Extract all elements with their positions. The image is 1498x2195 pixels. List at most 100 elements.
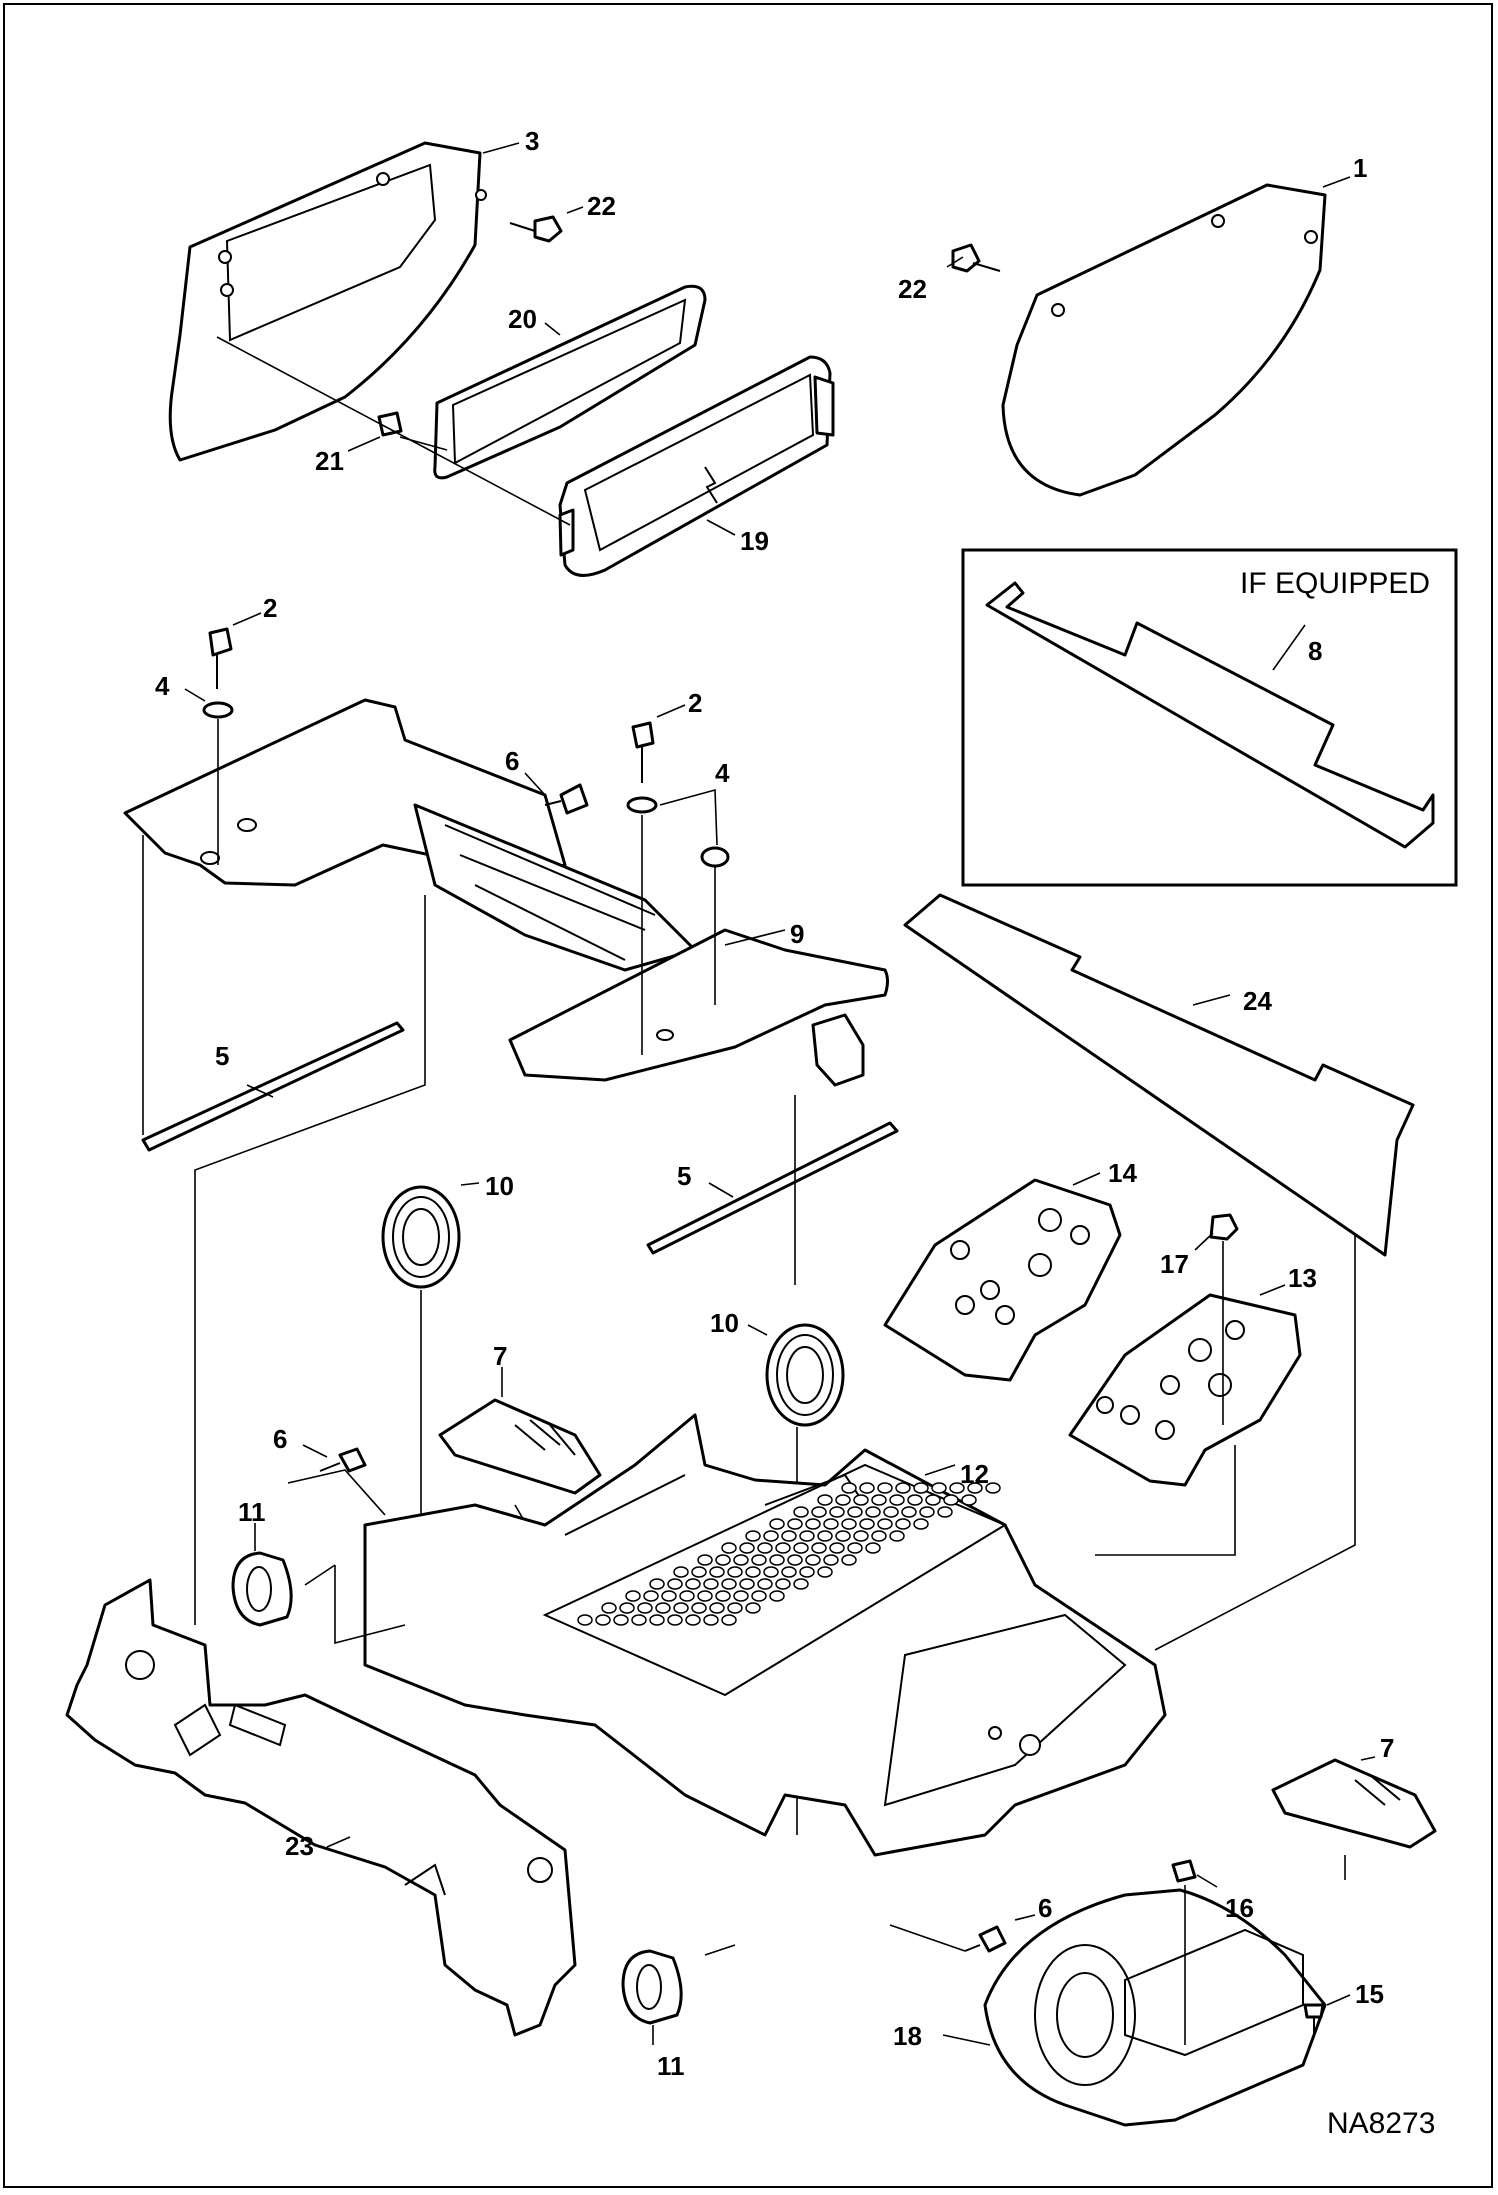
- perforation-hole: [721, 1578, 737, 1590]
- perforation-hole: [787, 1554, 803, 1566]
- perforation-hole: [769, 1518, 785, 1530]
- perforation-hole: [769, 1590, 785, 1602]
- perforation-hole: [937, 1506, 953, 1518]
- perforation-hole: [667, 1578, 683, 1590]
- callout-6-top: 6: [505, 746, 519, 776]
- callout-1: 1: [1353, 153, 1367, 183]
- part-strip-right: [646, 1121, 899, 1255]
- perforation-hole: [643, 1590, 659, 1602]
- perforation-hole: [697, 1554, 713, 1566]
- perforation-hole: [823, 1518, 839, 1530]
- perforation-hole: [961, 1494, 977, 1506]
- perforation-hole: [703, 1578, 719, 1590]
- callout-12: 12: [960, 1459, 989, 1489]
- fasteners-top: [202, 627, 730, 868]
- perforation-hole: [763, 1566, 779, 1578]
- perforation-hole: [835, 1494, 851, 1506]
- perforation-hole: [595, 1614, 611, 1626]
- part-bracket-lower: [1068, 1293, 1302, 1487]
- callout-13: 13: [1288, 1263, 1317, 1293]
- callout-24: 24: [1243, 986, 1272, 1016]
- callout-20: 20: [508, 304, 537, 334]
- perforation-hole: [817, 1530, 833, 1542]
- callout-17: 17: [1160, 1249, 1189, 1279]
- callout-10-lower: 10: [710, 1308, 739, 1338]
- bolt-right: [951, 243, 1001, 273]
- perforation-hole: [637, 1602, 653, 1614]
- floor-perforations: [577, 1482, 1001, 1626]
- perforation-hole: [949, 1482, 965, 1494]
- perforation-hole: [919, 1506, 935, 1518]
- perforation-hole: [721, 1614, 737, 1626]
- part-wheel-housing: [983, 1888, 1327, 2127]
- callout-7-left: 7: [493, 1341, 507, 1371]
- perforation-hole: [805, 1518, 821, 1530]
- perforation-hole: [715, 1554, 731, 1566]
- callout-15: 15: [1355, 1979, 1384, 2009]
- diagram-frame: IF EQUIPPED: [3, 3, 1493, 2188]
- callout-5-right: 5: [677, 1161, 691, 1191]
- perforation-hole: [781, 1566, 797, 1578]
- callout-6-mid: 6: [273, 1424, 287, 1454]
- perforation-hole: [745, 1566, 761, 1578]
- perforation-hole: [913, 1482, 929, 1494]
- perforation-hole: [793, 1578, 809, 1590]
- perforation-hole: [613, 1614, 629, 1626]
- perforation-hole: [847, 1506, 863, 1518]
- perforation-hole: [751, 1590, 767, 1602]
- perforation-hole: [793, 1506, 809, 1518]
- perforation-hole: [631, 1614, 647, 1626]
- perforation-hole: [805, 1554, 821, 1566]
- perforation-hole: [667, 1614, 683, 1626]
- perforation-hole: [871, 1494, 887, 1506]
- perforation-hole: [895, 1482, 911, 1494]
- inset-caption: IF EQUIPPED: [1240, 567, 1430, 600]
- perforation-hole: [727, 1602, 743, 1614]
- callout-4-right: 4: [715, 758, 730, 788]
- perforation-hole: [733, 1590, 749, 1602]
- perforation-hole: [829, 1506, 845, 1518]
- perforation-hole: [577, 1614, 593, 1626]
- perforation-hole: [757, 1578, 773, 1590]
- perforation-hole: [649, 1614, 665, 1626]
- perforation-hole: [913, 1518, 929, 1530]
- callout-14: 14: [1108, 1158, 1137, 1188]
- perforation-hole: [697, 1590, 713, 1602]
- callout-8: 8: [1308, 636, 1322, 666]
- perforation-hole: [907, 1494, 923, 1506]
- part-grommet-lower: [621, 1949, 683, 2025]
- perforation-hole: [661, 1590, 677, 1602]
- perforation-hole: [985, 1482, 1001, 1494]
- perforation-hole: [775, 1578, 791, 1590]
- perforation-hole: [811, 1506, 827, 1518]
- perforation-hole: [691, 1602, 707, 1614]
- callout-19: 19: [740, 526, 769, 556]
- parts-diagram: IF EQUIPPED: [65, 126, 1458, 2140]
- perforation-hole: [775, 1542, 791, 1554]
- perforation-hole: [685, 1578, 701, 1590]
- perforation-hole: [811, 1542, 827, 1554]
- perforation-hole: [715, 1590, 731, 1602]
- perforation-hole: [709, 1602, 725, 1614]
- callout-22-left: 22: [587, 191, 616, 221]
- part-long-strip: [903, 893, 1415, 1257]
- part-floor-cover: [123, 698, 889, 1087]
- part-seal-frame: [433, 284, 707, 480]
- callout-4-left: 4: [155, 671, 170, 701]
- bolt-left: [509, 215, 563, 243]
- bolt-bottom: [889, 1924, 1007, 1953]
- perforation-hole: [739, 1542, 755, 1554]
- perforation-hole: [673, 1566, 689, 1578]
- perforation-hole: [967, 1482, 983, 1494]
- perforation-hole: [817, 1494, 833, 1506]
- perforation-hole: [883, 1506, 899, 1518]
- part-right-side-panel: [1001, 183, 1327, 497]
- perforation-hole: [793, 1542, 809, 1554]
- perforation-hole: [877, 1482, 893, 1494]
- perforation-hole: [841, 1554, 857, 1566]
- bolt-15: [1303, 2003, 1325, 2035]
- perforation-hole: [679, 1590, 695, 1602]
- part-boot-upper: [381, 1185, 461, 1515]
- perforation-hole: [745, 1602, 761, 1614]
- inset-box: IF EQUIPPED: [961, 548, 1458, 887]
